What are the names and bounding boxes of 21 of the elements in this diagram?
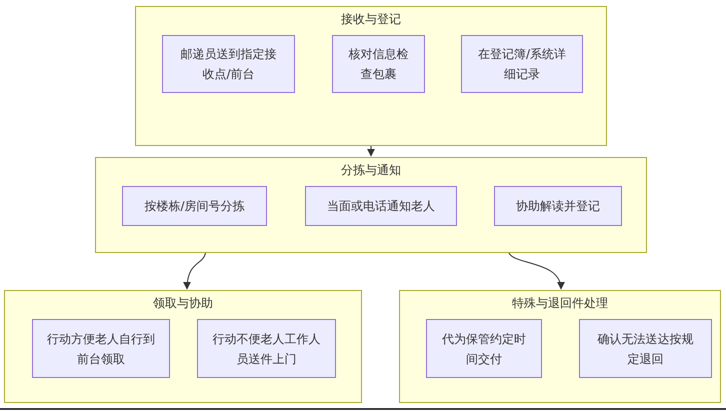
- arrow: [183, 252, 206, 290]
- group-panel: [4, 290, 362, 403]
- process-box: 行动不便老人工作人员送件上门: [197, 319, 336, 378]
- group-title: 接收与登记: [341, 11, 401, 28]
- process-box: 行动方便老人自行到前台领取: [32, 319, 170, 378]
- group-title: 特殊与退回件处理: [512, 295, 608, 312]
- group-title: 分拣与通知: [341, 162, 401, 179]
- process-box: 在登记簿/系统详细记录: [461, 35, 583, 93]
- process-box: 邮递员送到指定接收点/前台: [162, 35, 295, 93]
- process-box: 核对信息检查包裹: [332, 35, 425, 93]
- process-box: 当面或电话通知老人: [305, 186, 457, 226]
- group-title: 领取与协助: [153, 295, 213, 312]
- process-box: 确认无法送达按规定退回: [579, 319, 712, 378]
- group-panel: [95, 157, 647, 253]
- process-box: 按楼栋/房间号分拣: [122, 186, 267, 226]
- arrow: [508, 252, 564, 290]
- process-box: 代为保管约定时间交付: [426, 319, 542, 378]
- process-box: 协助解读并登记: [494, 186, 622, 226]
- group-panel: [399, 290, 721, 403]
- group-panel: [135, 6, 607, 146]
- arrow: [367, 146, 375, 157]
